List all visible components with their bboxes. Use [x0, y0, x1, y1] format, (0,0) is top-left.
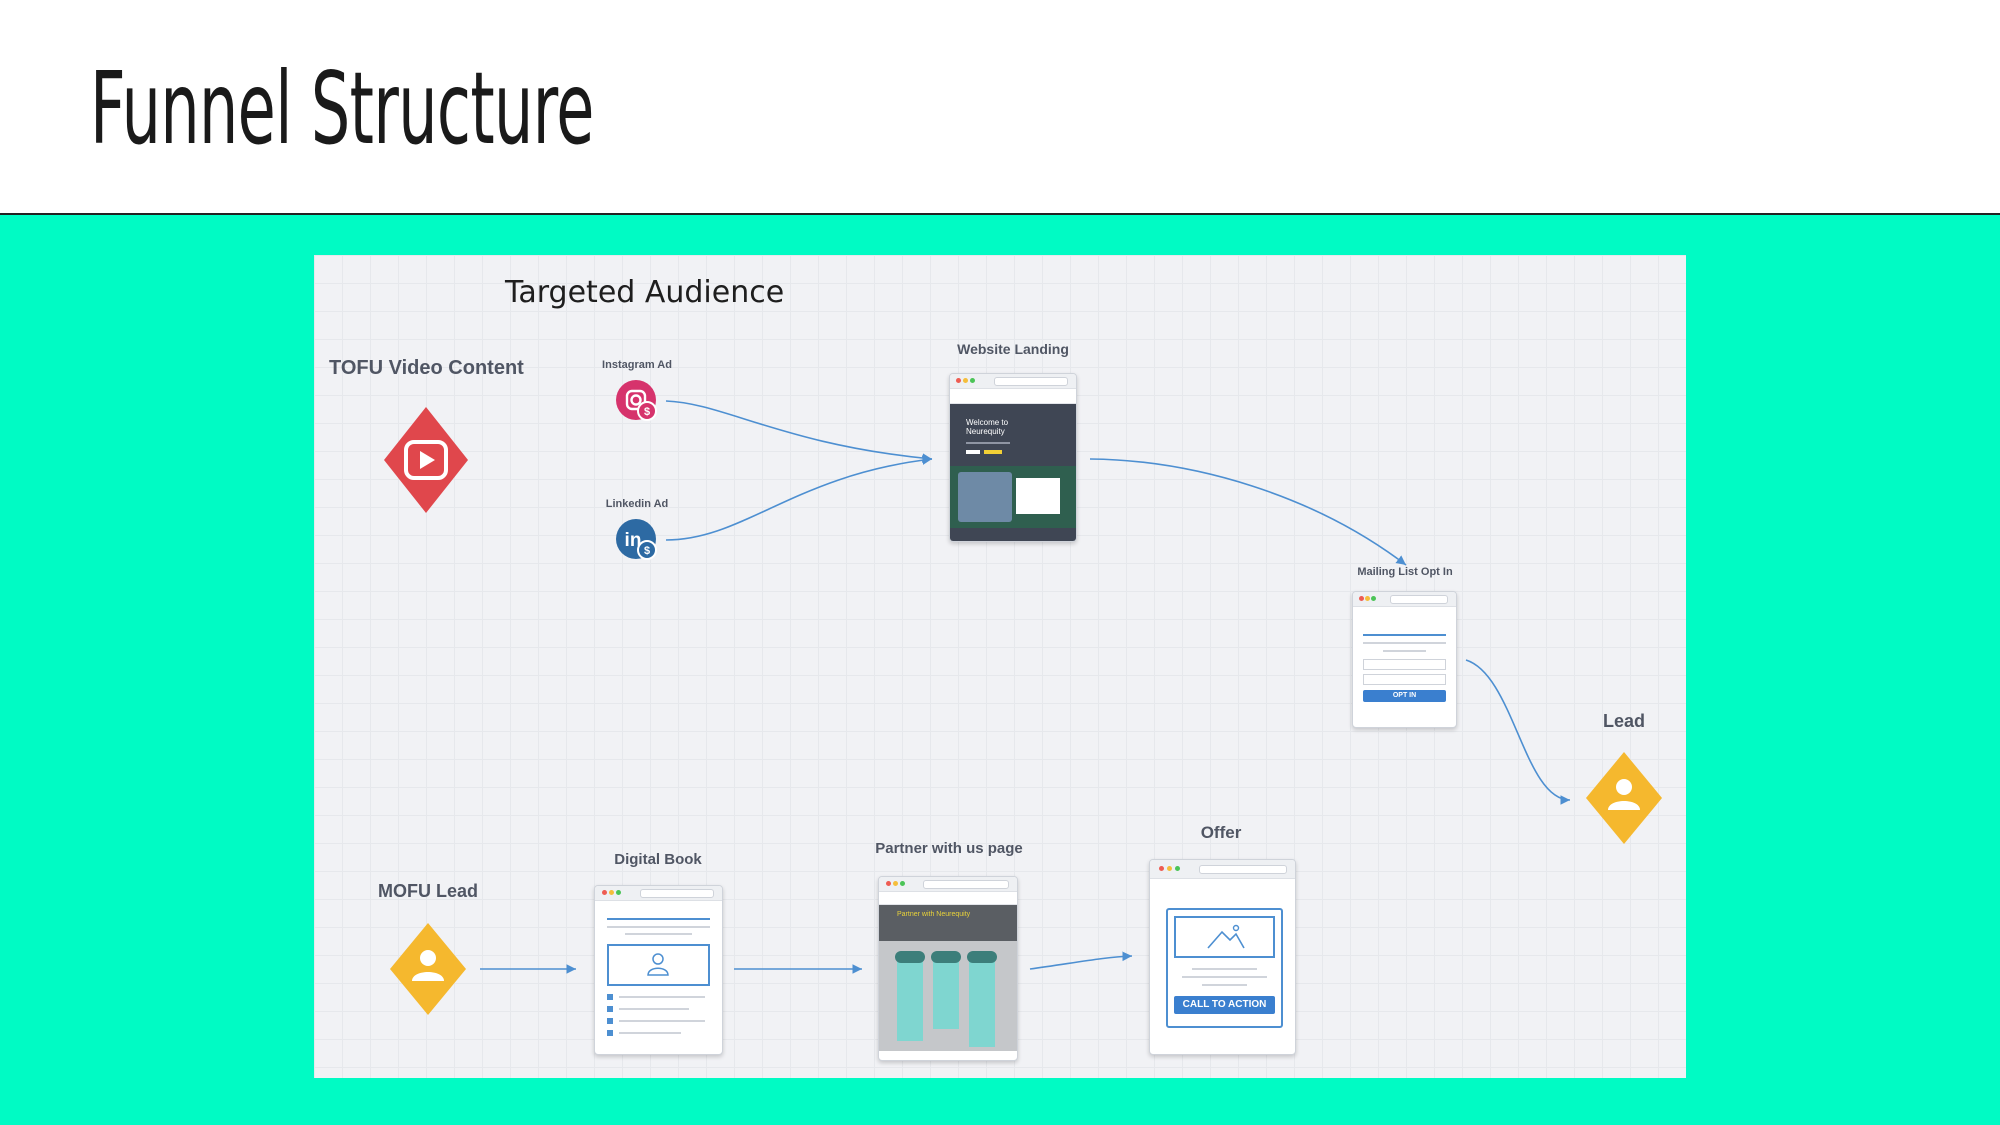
opt-in-button[interactable]: OPT IN [1363, 690, 1446, 702]
lead-node [1586, 752, 1662, 844]
instagram-ad-label: Instagram Ad [602, 359, 672, 371]
partner-page-label: Partner with us page [875, 840, 1023, 857]
linkedin-ad-label: Linkedin Ad [605, 498, 669, 510]
linkedin-icon: in [625, 530, 642, 551]
image-icon [1207, 924, 1245, 949]
offer-window: CALL TO ACTION [1149, 859, 1296, 1055]
call-to-action-button[interactable]: CALL TO ACTION [1174, 996, 1275, 1014]
play-icon [404, 440, 448, 480]
person-icon [412, 950, 444, 981]
website-landing-label: Website Landing [957, 341, 1069, 357]
connector-website-to-mailing [1089, 458, 1407, 566]
diagram-heading: Targeted Audience [505, 275, 785, 310]
linkedin-ad-node: in $ [616, 519, 657, 560]
website-landing-window: Welcome to Neurequity [949, 373, 1077, 542]
mofu-lead-label: MOFU Lead [377, 881, 479, 901]
offer-image-placeholder [1174, 916, 1275, 958]
instagram-icon [625, 389, 647, 411]
instagram-ad-node: $ [616, 380, 657, 421]
connector-lines [480, 400, 1571, 974]
person-outline-icon [647, 953, 669, 976]
book-cover-image [607, 944, 710, 986]
connector-mailing-to-lead [1465, 659, 1571, 805]
lead-label: Lead [1602, 711, 1646, 731]
funnel-diagram: Targeted Audience TOFU Video Content Ins… [314, 255, 1686, 1078]
mailing-list-label: Mailing List Opt In [1357, 566, 1453, 578]
dollar-icon: $ [644, 406, 650, 418]
website-hero-text: Welcome to Neurequity [966, 418, 1009, 436]
mofu-lead-node [390, 923, 466, 1015]
digital-book-window [594, 885, 723, 1055]
connector-linkedin-to-website [665, 455, 933, 541]
tofu-video-node [384, 407, 468, 513]
dollar-icon: $ [644, 545, 650, 557]
partner-page-window: Partner with Neurequity [878, 876, 1018, 1061]
connector-instagram-to-website [665, 400, 933, 463]
person-icon [1608, 779, 1640, 810]
offer-label: Offer [1200, 823, 1242, 842]
slide-title: Funnel Structure [90, 50, 594, 167]
digital-book-label: Digital Book [614, 851, 702, 868]
partner-banner-text: Partner with Neurequity [897, 911, 971, 918]
connector-partner-to-offer [1029, 951, 1133, 970]
tofu-label: TOFU Video Content [329, 357, 524, 379]
mailing-list-window: OPT IN [1352, 591, 1457, 728]
